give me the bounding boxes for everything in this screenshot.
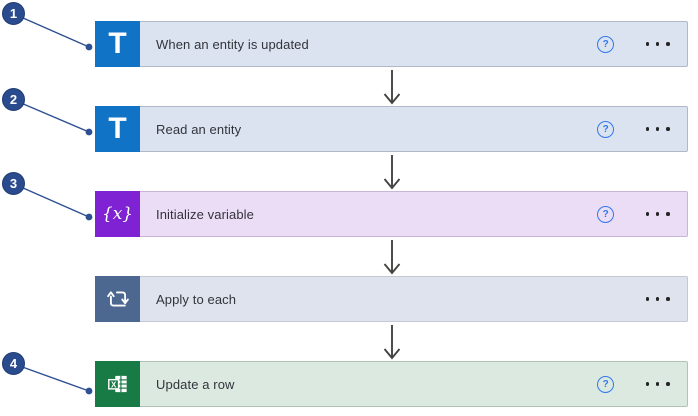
callout-badge-3: 3: [2, 172, 25, 195]
ellipsis-dot: [655, 127, 660, 131]
ellipsis-dot: [645, 212, 650, 216]
flow-arrow: [383, 325, 401, 360]
more-menu-button[interactable]: [640, 208, 675, 220]
callout-endpoint-dot: [85, 128, 93, 136]
question-mark-icon: ?: [602, 378, 609, 390]
flow-step-read-entity[interactable]: T Read an entity ?: [95, 106, 688, 152]
ellipsis-dot: [666, 42, 670, 46]
ellipsis-dot: [655, 212, 660, 216]
step-title: Initialize variable: [156, 206, 255, 222]
step-actions: [640, 277, 687, 321]
more-menu-button[interactable]: [640, 378, 675, 390]
dynamics-t-icon: T: [95, 21, 140, 67]
variable-braces-icon: {x}: [95, 191, 140, 237]
callout-badge-2: 2: [2, 88, 25, 111]
question-mark-icon: ?: [602, 38, 609, 50]
step-title: Read an entity: [156, 121, 242, 137]
callout-line: [13, 13, 90, 48]
ellipsis-dot: [645, 297, 650, 301]
step-actions: ?: [597, 22, 687, 66]
callout-number: 3: [9, 176, 18, 191]
ellipsis-dot: [645, 42, 650, 46]
step-title: When an entity is updated: [156, 36, 309, 52]
callout-number: 2: [9, 92, 18, 107]
callout-endpoint-dot: [85, 213, 93, 221]
ellipsis-dot: [666, 382, 670, 386]
ellipsis-dot: [645, 127, 650, 131]
help-button[interactable]: ?: [597, 35, 615, 53]
callout-line: [13, 363, 90, 392]
ellipsis-dot: [666, 212, 670, 216]
callout-endpoint-dot: [85, 43, 93, 51]
flow-arrow: [383, 240, 401, 275]
icon-glyph: T: [108, 27, 127, 60]
more-menu-button[interactable]: [640, 123, 675, 135]
more-menu-button[interactable]: [640, 293, 675, 305]
question-mark-icon: ?: [602, 208, 609, 220]
icon-glyph: {x}: [101, 204, 134, 224]
ellipsis-dot: [666, 127, 670, 131]
ellipsis-dot: [655, 297, 660, 301]
flow-arrow: [383, 155, 401, 190]
help-button[interactable]: ?: [597, 120, 615, 138]
ellipsis-dot: [645, 382, 650, 386]
step-actions: ?: [597, 362, 687, 406]
flow-step-initialize-variable[interactable]: {x} Initialize variable ?: [95, 191, 688, 237]
icon-glyph: T: [108, 112, 127, 145]
step-title: Apply to each: [156, 291, 237, 307]
ellipsis-dot: [655, 42, 660, 46]
flow-step-apply-to-each[interactable]: Apply to each: [95, 276, 688, 322]
flow-step-trigger[interactable]: T When an entity is updated ?: [95, 21, 688, 67]
callout-number: 4: [9, 356, 18, 371]
callout-number: 1: [9, 6, 18, 21]
excel-x-glyph: X: [110, 380, 116, 389]
ellipsis-dot: [655, 382, 660, 386]
step-title: Update a row: [156, 376, 235, 392]
excel-icon: X: [95, 361, 140, 407]
loop-icon: [95, 276, 140, 322]
callout-endpoint-dot: [85, 387, 93, 395]
question-mark-icon: ?: [602, 123, 609, 135]
dynamics-t-icon: T: [95, 106, 140, 152]
step-actions: ?: [597, 107, 687, 151]
help-button[interactable]: ?: [597, 375, 615, 393]
ellipsis-dot: [666, 297, 670, 301]
callout-lines: [13, 13, 90, 392]
callout-badge-1: 1: [2, 2, 25, 25]
flow-step-update-row[interactable]: X Update a row ?: [95, 361, 688, 407]
callout-line: [13, 183, 90, 218]
callout-endpoint-dots: [85, 43, 93, 395]
callout-badge-4: 4: [2, 352, 25, 375]
flow-arrow: [383, 70, 401, 105]
more-menu-button[interactable]: [640, 38, 675, 50]
help-button[interactable]: ?: [597, 205, 615, 223]
callout-line: [13, 99, 90, 133]
step-actions: ?: [597, 192, 687, 236]
